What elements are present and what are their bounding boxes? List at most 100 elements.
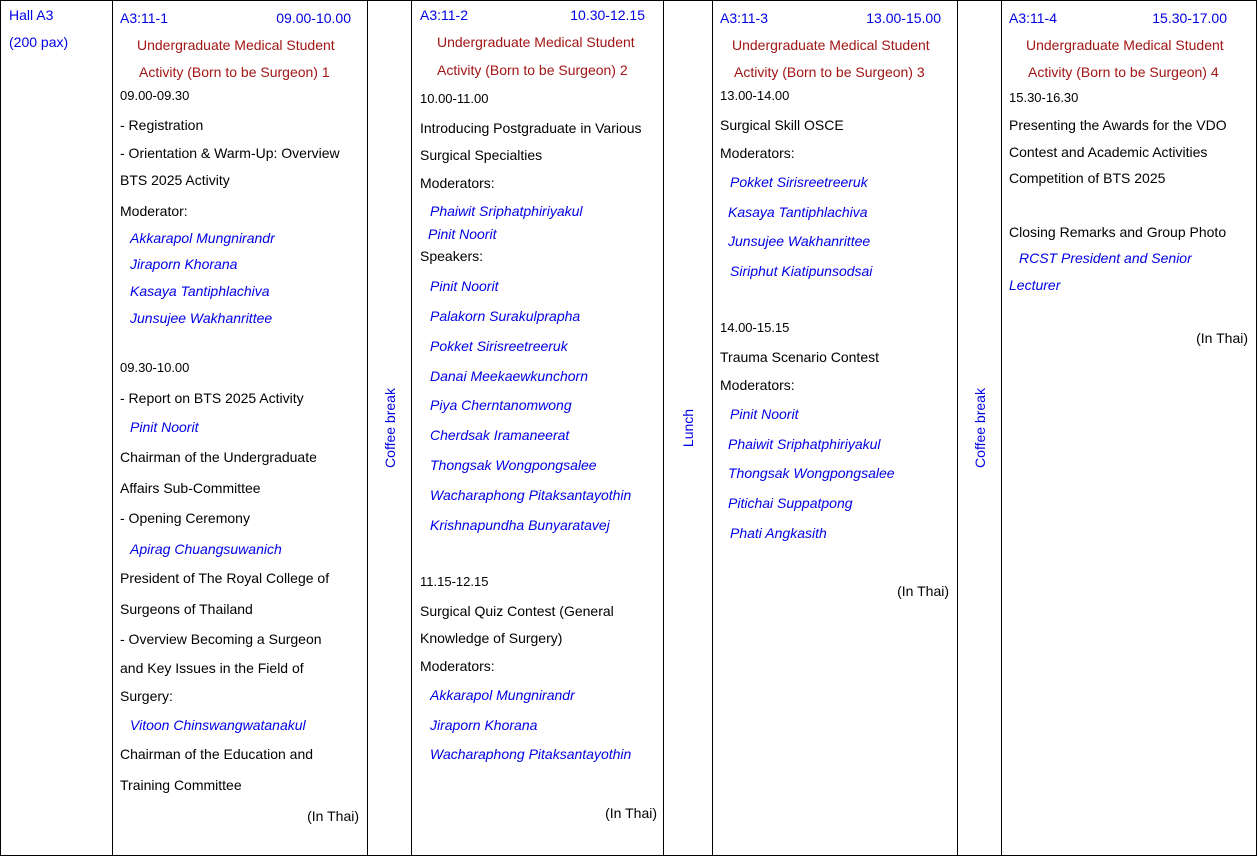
lunch-cell: Lunch <box>663 0 712 856</box>
agenda-overview-line1: - Overview Becoming a Surgeon <box>120 631 322 647</box>
moderator-name: Akkarapol Mungnirandr <box>130 230 275 246</box>
agenda-quiz-line2: Knowledge of Surgery) <box>420 630 563 646</box>
moderator-name: Junsujee Wakhanrittee <box>130 310 273 326</box>
agenda-opening: - Opening Ceremony <box>120 510 250 526</box>
session-2-time: 10.30-12.15 <box>570 7 645 23</box>
agenda-orientation-line2: BTS 2025 Activity <box>120 172 230 188</box>
session-4-title-line1: Undergraduate Medical Student <box>1026 37 1224 53</box>
session-2-title-line1: Undergraduate Medical Student <box>437 34 635 50</box>
session-1-time: 09.00-10.00 <box>276 10 351 26</box>
moderator-name: Pokket Sirisreetreeruk <box>730 174 868 190</box>
speaker-role: Affairs Sub-Committee <box>120 480 261 496</box>
session-3-title-line1: Undergraduate Medical Student <box>732 37 930 53</box>
speaker-name: Vitoon Chinswangwatanakul <box>130 717 306 733</box>
coffee-break-cell: Coffee break <box>367 0 411 856</box>
moderator-name: Junsujee Wakhanrittee <box>728 233 871 249</box>
speaker-name: Wacharaphong Pitaksantayothin <box>430 487 632 503</box>
session-3-code: A3:11-3 <box>720 10 768 26</box>
speaker-name: Danai Meekaewkunchorn <box>430 368 588 384</box>
coffee-break-label: Coffee break <box>971 388 988 468</box>
speaker-role: President of The Royal College of <box>120 570 330 586</box>
session-2-cell: A3:11-2 10.30-12.15 Undergraduate Medica… <box>411 0 663 856</box>
speaker-name: Palakorn Surakulprapha <box>430 308 581 324</box>
session-1-time-slot-1: 09.00-09.30 <box>120 88 190 103</box>
speaker-role: Chairman of the Education and <box>120 746 314 762</box>
moderators-label: Moderators: <box>720 377 795 393</box>
agenda-closing: Closing Remarks and Group Photo <box>1009 224 1227 240</box>
session-4-cell: A3:11-4 15.30-17.00 Undergraduate Medica… <box>1001 0 1257 856</box>
agenda-trauma: Trauma Scenario Contest <box>720 349 879 365</box>
session-2-time-slot-1: 10.00-11.00 <box>420 91 489 106</box>
agenda-orientation-line1: - Orientation & Warm-Up: Overview <box>120 145 340 161</box>
language-note: (In Thai) <box>307 808 359 824</box>
session-3-time-slot-2: 14.00-15.15 <box>720 320 790 335</box>
moderator-name: Pinit Noorit <box>730 406 799 422</box>
moderator-label: Moderator: <box>120 203 188 219</box>
speaker-name: Pokket Sirisreetreeruk <box>430 338 568 354</box>
agenda-registration: - Registration <box>120 117 204 133</box>
speaker-name: Pinit Noorit <box>430 278 499 294</box>
session-3-time-slot-1: 13.00-14.00 <box>720 88 790 103</box>
hall-cell: Hall A3 (200 pax) <box>0 0 112 856</box>
agenda-awards-line1: Presenting the Awards for the VDO <box>1009 117 1227 133</box>
speaker-name: Lecturer <box>1009 277 1061 293</box>
speaker-name: Cherdsak Iramaneerat <box>430 427 570 443</box>
session-2-title-line2: Activity (Born to be Surgeon) 2 <box>437 62 628 78</box>
moderator-name: Jiraporn Khorana <box>430 717 538 733</box>
agenda-overview-line3: Surgery: <box>120 688 173 704</box>
session-3-cell: A3:11-3 13.00-15.00 Undergraduate Medica… <box>712 0 957 856</box>
speaker-name: Apirag Chuangsuwanich <box>130 541 282 557</box>
agenda-topic-line1: Introducing Postgraduate in Various <box>420 120 642 136</box>
session-3-title-line2: Activity (Born to be Surgeon) 3 <box>734 64 925 80</box>
agenda-overview-line2: and Key Issues in the Field of <box>120 660 304 676</box>
moderator-name: Kasaya Tantiphlachiva <box>728 204 868 220</box>
moderator-name: Akkarapol Mungnirandr <box>430 687 575 703</box>
moderator-name: Siriphut Kiatipunsodsai <box>730 263 873 279</box>
session-4-code: A3:11-4 <box>1009 10 1057 26</box>
moderator-name: Kasaya Tantiphlachiva <box>130 283 270 299</box>
agenda-topic-line2: Surgical Specialties <box>420 147 543 163</box>
session-3-time: 13.00-15.00 <box>866 10 941 26</box>
moderator-name: Jiraporn Khorana <box>130 256 238 272</box>
speakers-label: Speakers: <box>420 248 484 264</box>
speaker-name: Krishnapundha Bunyaratavej <box>430 517 610 533</box>
agenda-awards-line2: Contest and Academic Activities <box>1009 144 1208 160</box>
moderators-label: Moderators: <box>420 658 495 674</box>
speaker-role: Chairman of the Undergraduate <box>120 449 317 465</box>
session-1-title-line1: Undergraduate Medical Student <box>137 37 335 53</box>
agenda-awards-line3: Competition of BTS 2025 <box>1009 170 1166 186</box>
agenda-osce: Surgical Skill OSCE <box>720 117 844 133</box>
agenda-quiz-line1: Surgical Quiz Contest (General <box>420 603 614 619</box>
speaker-name: Piya Cherntanomwong <box>430 397 572 413</box>
language-note: (In Thai) <box>897 583 949 599</box>
moderator-name: Wacharaphong Pitaksantayothin <box>430 746 632 762</box>
hall-capacity: (200 pax) <box>9 34 69 50</box>
language-note: (In Thai) <box>1196 330 1248 346</box>
speaker-name: Pinit Noorit <box>130 419 199 435</box>
moderator-name: Pinit Noorit <box>428 226 497 242</box>
session-2-code: A3:11-2 <box>420 7 468 23</box>
session-1-code: A3:11-1 <box>120 10 168 26</box>
hall-name: Hall A3 <box>9 7 54 23</box>
moderator-name: Phaiwit Sriphatphiriyakul <box>728 436 881 452</box>
moderator-name: Pitichai Suppatpong <box>728 495 853 511</box>
speaker-name: Thongsak Wongpongsalee <box>430 457 597 473</box>
coffee-break-cell: Coffee break <box>957 0 1001 856</box>
session-1-title-line2: Activity (Born to be Surgeon) 1 <box>139 64 330 80</box>
language-note: (In Thai) <box>605 805 657 821</box>
speaker-role: Surgeons of Thailand <box>120 601 253 617</box>
speaker-name: RCST President and Senior <box>1019 250 1192 266</box>
moderator-name: Thongsak Wongpongsalee <box>728 465 895 481</box>
session-1-time-slot-2: 09.30-10.00 <box>120 360 190 375</box>
session-4-title-line2: Activity (Born to be Surgeon) 4 <box>1028 64 1219 80</box>
moderator-name: Phati Angkasith <box>730 525 827 541</box>
moderator-name: Phaiwit Sriphatphiriyakul <box>430 203 583 219</box>
session-1-cell: A3:11-1 09.00-10.00 Undergraduate Medica… <box>112 0 367 856</box>
session-4-time-slot-1: 15.30-16.30 <box>1009 90 1079 105</box>
lunch-label: Lunch <box>680 408 696 448</box>
coffee-break-label: Coffee break <box>381 388 398 468</box>
session-2-time-slot-2: 11.15-12.15 <box>420 574 489 589</box>
speaker-role: Training Committee <box>120 777 242 793</box>
session-4-time: 15.30-17.00 <box>1152 10 1227 26</box>
